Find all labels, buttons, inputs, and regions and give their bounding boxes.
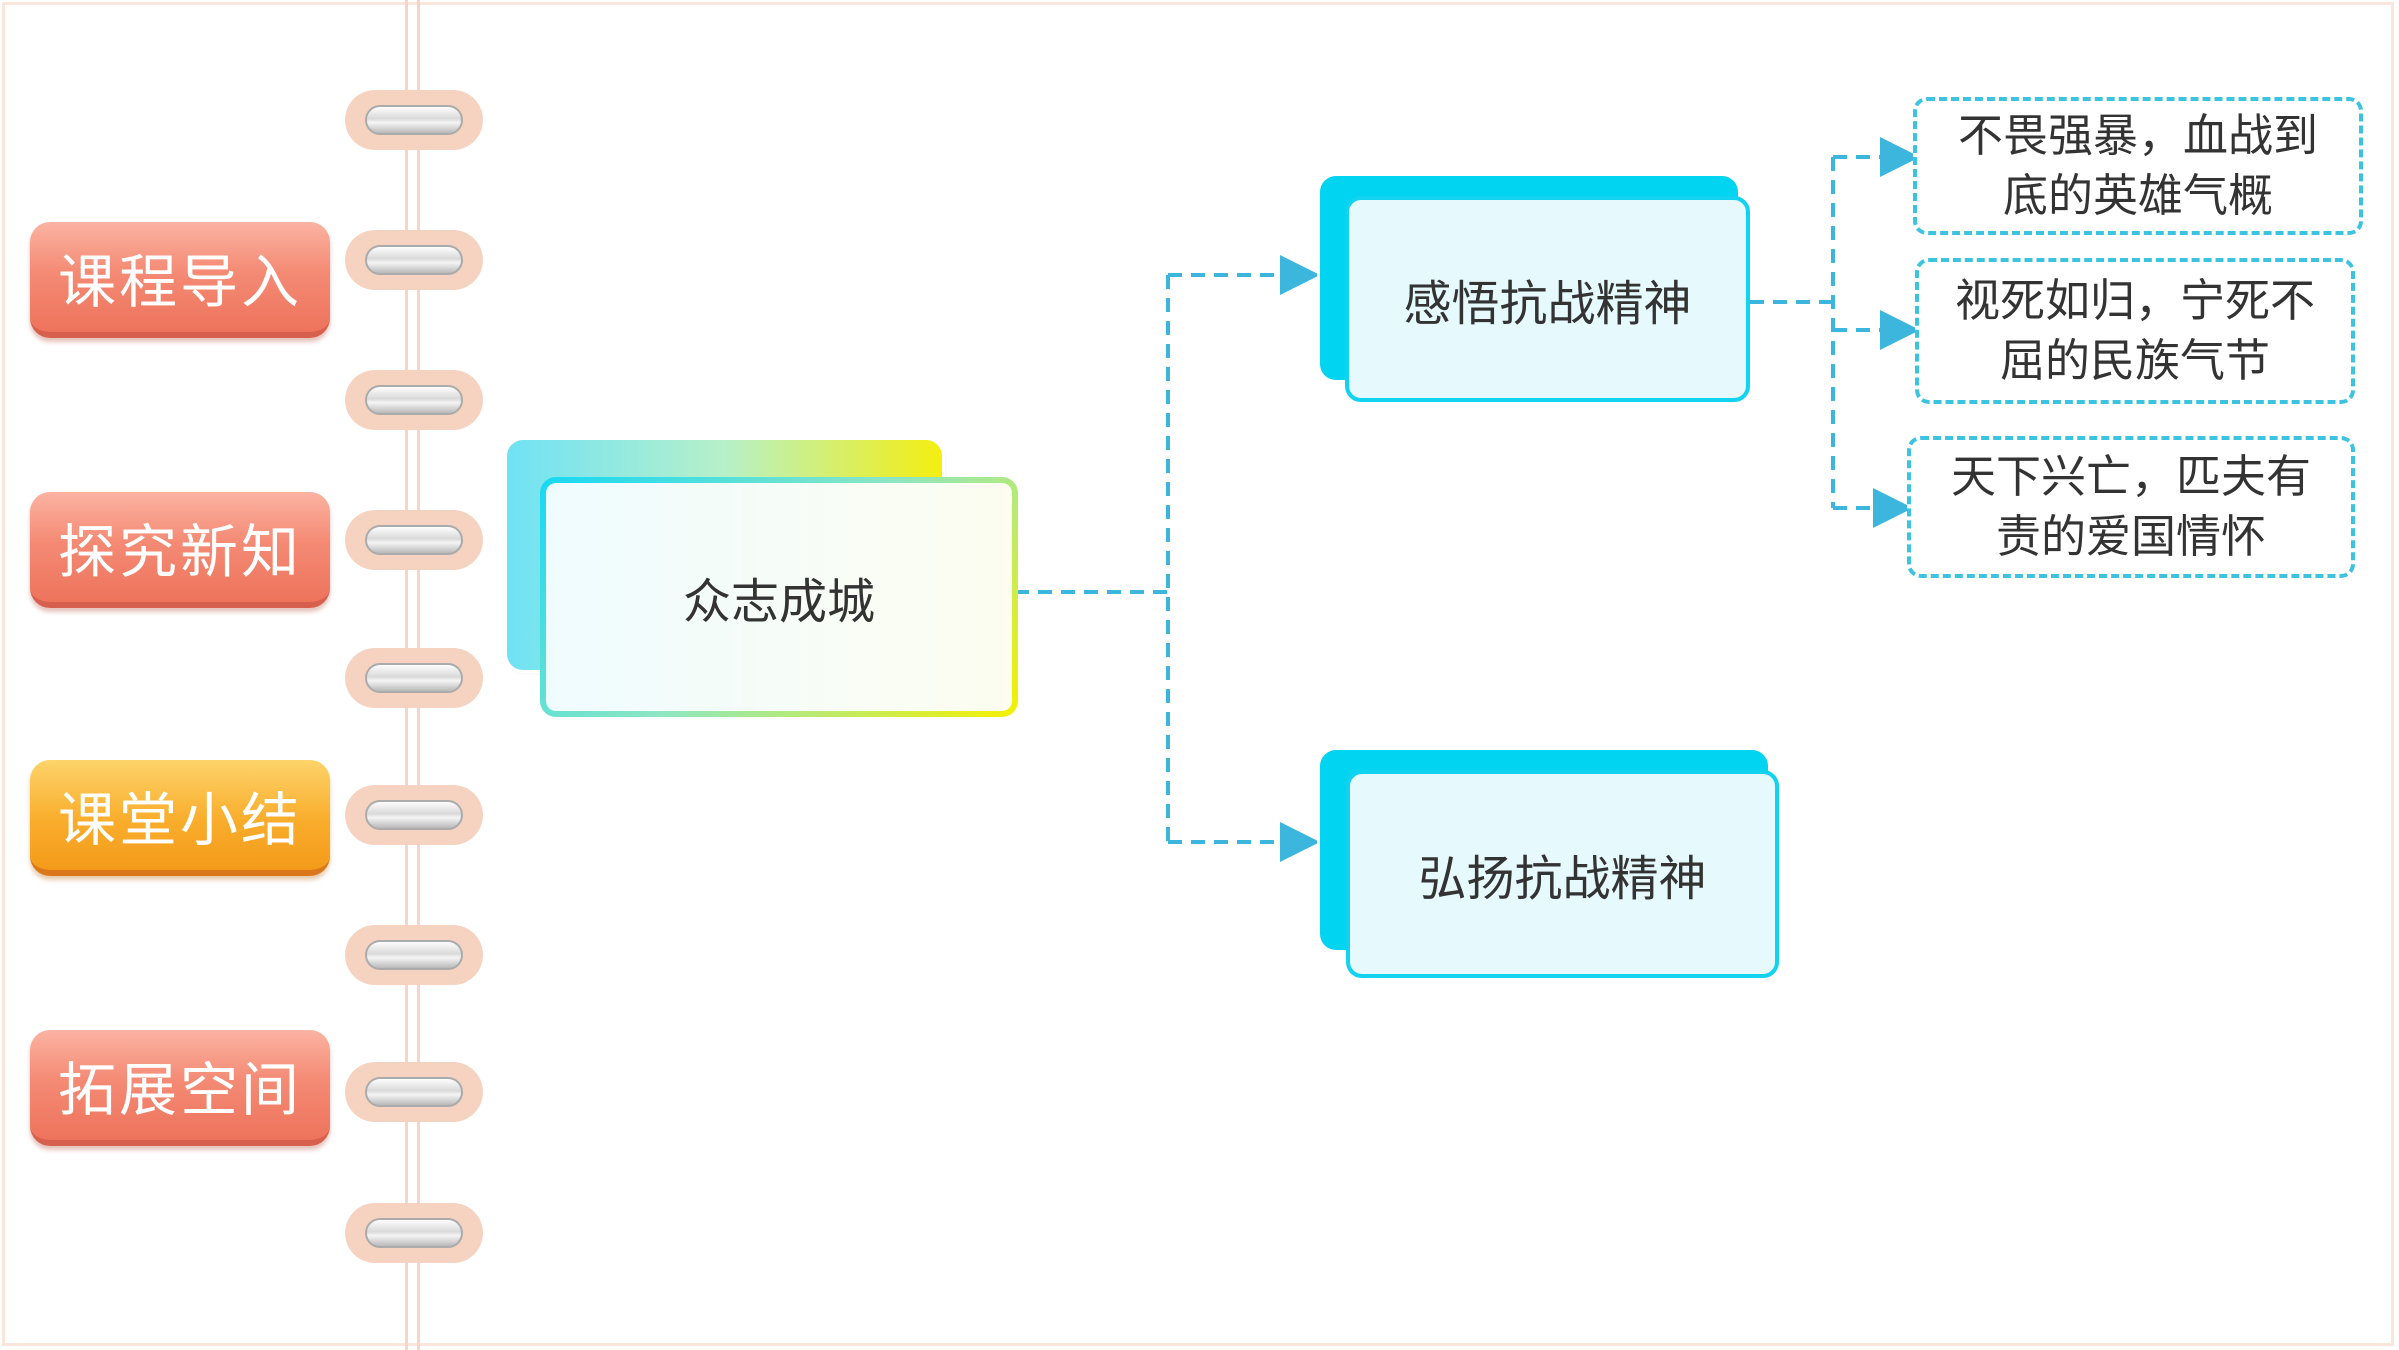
tab-class-summary[interactable]: 课堂小结: [30, 760, 330, 876]
binder-ring: [345, 785, 483, 845]
binder-ring: [345, 1062, 483, 1122]
root-node-label: 众志成城: [540, 477, 1018, 717]
branch-node-1-label: 感悟抗战精神: [1345, 196, 1750, 402]
tab-explore-new[interactable]: 探究新知: [30, 492, 330, 608]
binder-ring: [345, 1203, 483, 1263]
binder-ring: [345, 510, 483, 570]
binder-ring: [345, 648, 483, 708]
tab-extension[interactable]: 拓展空间: [30, 1030, 330, 1146]
binder-ring: [345, 925, 483, 985]
leaf-node-heroism: 不畏强暴，血战到底的英雄气概: [1913, 97, 2363, 235]
binder-ring: [345, 230, 483, 290]
tab-course-intro[interactable]: 课程导入: [30, 222, 330, 338]
branch-node-2-label: 弘扬抗战精神: [1346, 770, 1779, 978]
binder-ring: [345, 90, 483, 150]
leaf-node-patriotism: 天下兴亡，匹夫有责的爱国情怀: [1907, 436, 2355, 578]
leaf-node-integrity: 视死如归，宁死不屈的民族气节: [1915, 258, 2355, 404]
binder-ring: [345, 370, 483, 430]
